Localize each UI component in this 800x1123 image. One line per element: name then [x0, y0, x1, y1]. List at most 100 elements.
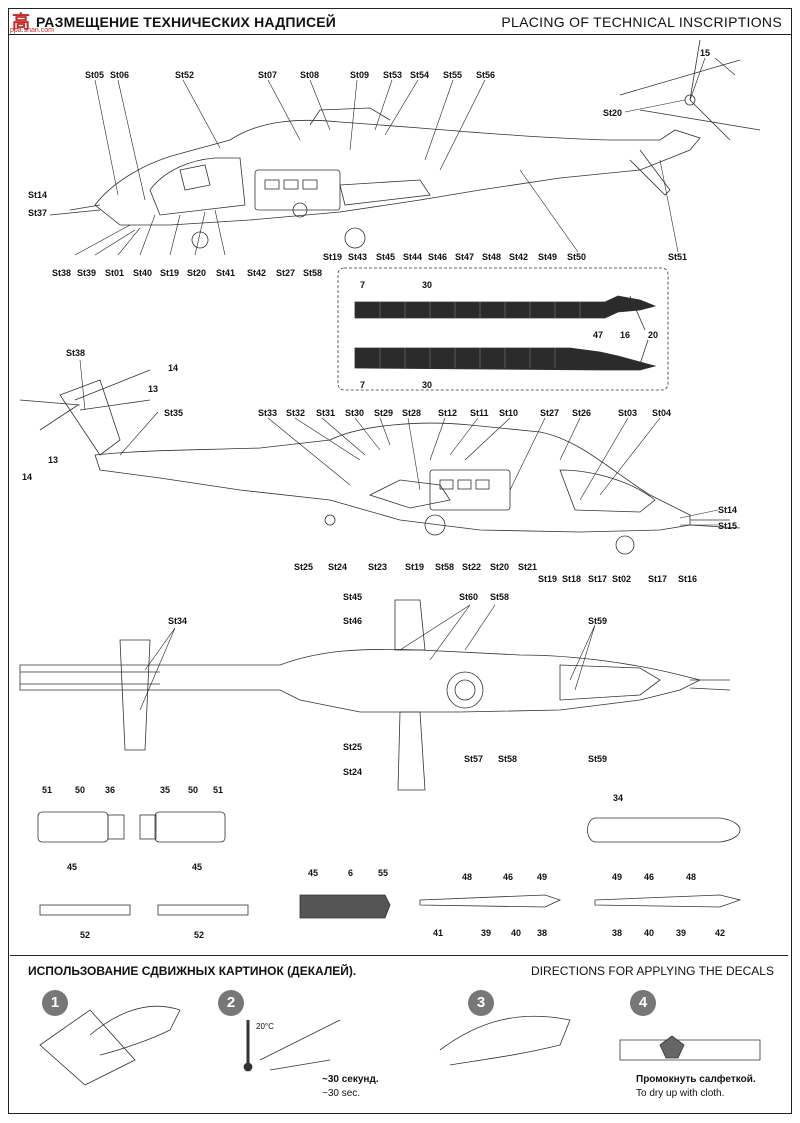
callout-v2-14b: 14: [22, 472, 33, 482]
part-label-41: 41: [433, 928, 444, 938]
callout-v2-st17: St17: [588, 574, 608, 584]
callout-v2-st23: St23: [368, 562, 388, 572]
callout-v2-13b: 13: [48, 455, 59, 465]
callout-v2-st35: St35: [164, 408, 184, 418]
callout-v2-st16: St16: [678, 574, 698, 584]
directions-header: ИСПОЛЬЗОВАНИЕ СДВИЖНЫХ КАРТИНОК (ДЕКАЛЕЙ…: [10, 955, 788, 982]
parts-drawings: [37, 811, 742, 919]
callout-st55: St55: [443, 70, 463, 80]
thermometer-label: 20°C: [256, 1022, 274, 1031]
callout-st42b: St42: [509, 252, 529, 262]
callout-v2-st04: St04: [652, 408, 672, 418]
callout-st27: St27: [276, 268, 296, 278]
part-label-49b: 49: [612, 872, 623, 882]
callout-v3-st25: St25: [343, 742, 363, 752]
callout-st19b: St19: [323, 252, 343, 262]
callout-st38: St38: [52, 268, 72, 278]
step-1-badge: 1: [42, 990, 68, 1016]
callout-v2-st31: St31: [316, 408, 336, 418]
callout-v2-st26: St26: [572, 408, 592, 418]
directions-title-en: DIRECTIONS FOR APPLYING THE DECALS: [531, 964, 774, 978]
callout-v2-st28: St28: [402, 408, 422, 418]
callout-v3-st58b: St58: [498, 754, 518, 764]
page-title-ru: РАЗМЕЩЕНИЕ ТЕХНИЧЕСКИХ НАДПИСЕЙ: [36, 14, 337, 30]
inset-label-30-bottom: 30: [422, 380, 433, 390]
page-title-en: PLACING OF TECHNICAL INSCRIPTIONS: [501, 14, 782, 30]
inset-label-7-bottom: 7: [360, 380, 366, 390]
inset-label-16: 16: [620, 330, 631, 340]
step-4-badge: 4: [630, 990, 656, 1016]
callout-v2-st21: St21: [518, 562, 538, 572]
helicopter-side-view-left: [49, 39, 761, 249]
page-header: 高 ppa.shan.com РАЗМЕЩЕНИЕ ТЕХНИЧЕСКИХ НА…: [8, 10, 792, 35]
inset-label-30-top: 30: [422, 280, 433, 290]
callout-st45: St45: [376, 252, 396, 262]
callout-st46: St46: [428, 252, 448, 262]
callout-st40: St40: [133, 268, 153, 278]
callout-v3-st45: St45: [343, 592, 363, 602]
callout-15: 15: [700, 48, 711, 58]
callout-st56: St56: [476, 70, 496, 80]
callout-v2-st32: St32: [286, 408, 306, 418]
page-frame: [8, 8, 792, 1114]
callout-st42: St42: [247, 268, 267, 278]
callout-v2-13: 13: [148, 384, 159, 394]
helicopter-side-view-right: [19, 369, 741, 555]
callout-v3-st34: St34: [168, 616, 188, 626]
part-label-34: 34: [613, 793, 624, 803]
callout-v3-st24: St24: [343, 767, 363, 777]
part-label-51a: 51: [42, 785, 53, 795]
callout-st44: St44: [403, 252, 423, 262]
part-label-48b: 48: [686, 872, 697, 882]
callout-st06: St06: [110, 70, 130, 80]
leader-lines: [74, 57, 736, 711]
callout-v3-st58: St58: [490, 592, 510, 602]
callout-v3-st57: St57: [464, 754, 484, 764]
directions-illustrations: [39, 1005, 761, 1086]
watermark-url: ppa.shan.com: [10, 27, 54, 34]
callout-st54: St54: [410, 70, 430, 80]
step-3-badge: 3: [468, 990, 494, 1016]
callout-st05: St05: [85, 70, 105, 80]
callout-v2-st10: St10: [499, 408, 519, 418]
part-label-45a: 45: [67, 862, 78, 872]
inset-label-20: 20: [648, 330, 659, 340]
callout-st47: St47: [455, 252, 475, 262]
part-label-46a: 46: [503, 872, 514, 882]
callout-st19: St19: [160, 268, 180, 278]
part-label-52a: 52: [80, 930, 91, 940]
callout-v3-st59b: St59: [588, 754, 608, 764]
step2-caption-en: ~30 sec.: [322, 1088, 361, 1099]
part-label-52b: 52: [194, 930, 205, 940]
callout-v2-st02: St02: [612, 574, 632, 584]
callout-v3-st60: St60: [459, 592, 479, 602]
callout-st14: St14: [28, 190, 48, 200]
callout-st09: St09: [350, 70, 370, 80]
callout-st53: St53: [383, 70, 403, 80]
sticker-label-45: 45: [308, 868, 319, 878]
callout-v2-st03: St03: [618, 408, 638, 418]
callout-st43: St43: [348, 252, 368, 262]
part-label-50a: 50: [75, 785, 86, 795]
callout-st58: St58: [303, 268, 323, 278]
directions-title-ru: ИСПОЛЬЗОВАНИЕ СДВИЖНЫХ КАРТИНОК (ДЕКАЛЕЙ…: [28, 964, 357, 978]
callout-st20-top: St20: [603, 108, 623, 118]
part-label-39b: 39: [676, 928, 687, 938]
part-label-38b: 38: [612, 928, 623, 938]
callout-v2-st17b: St17: [648, 574, 668, 584]
step4-caption-en: To dry up with cloth.: [636, 1088, 725, 1099]
callout-v2-st20: St20: [490, 562, 510, 572]
callout-v2-st18: St18: [562, 574, 582, 584]
callout-v2-st19: St19: [405, 562, 425, 572]
callout-st37: St37: [28, 208, 48, 218]
part-label-48a: 48: [462, 872, 473, 882]
callout-v2-st33: St33: [258, 408, 278, 418]
callout-v2-st19b: St19: [538, 574, 558, 584]
callout-v2-st27: St27: [540, 408, 560, 418]
part-label-42: 42: [715, 928, 726, 938]
callout-st08: St08: [300, 70, 320, 80]
callout-v2-st12: St12: [438, 408, 458, 418]
step-2-badge: 2: [218, 990, 244, 1016]
callout-v2-st25: St25: [294, 562, 314, 572]
callout-v3-st46: St46: [343, 616, 363, 626]
